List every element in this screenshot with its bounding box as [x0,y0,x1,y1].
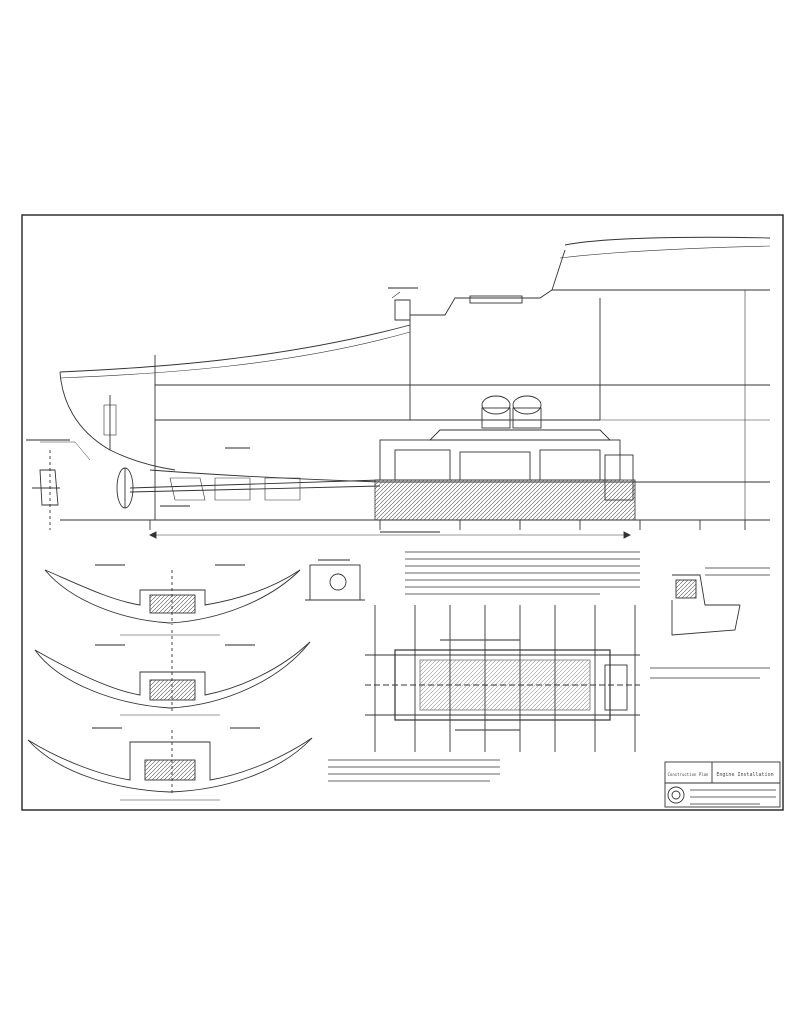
title-block-caption: Construction Plan [668,772,710,777]
upper-right-detail [671,567,770,636]
notes-bottom [328,759,500,782]
title-block-heading: Engine Installation [716,772,773,778]
general-notes [405,551,640,595]
title-block [664,761,781,808]
detail-box [305,559,365,601]
section-view-c [27,730,313,801]
profile-label-marks [26,287,440,533]
section-tag-marks [92,564,260,729]
section-view-b [34,630,311,716]
section-view-a [44,569,301,636]
engine-bed-plan [365,605,640,752]
notes-right [650,667,770,679]
hull-profile-view [32,236,771,539]
sheet-border [21,214,784,811]
